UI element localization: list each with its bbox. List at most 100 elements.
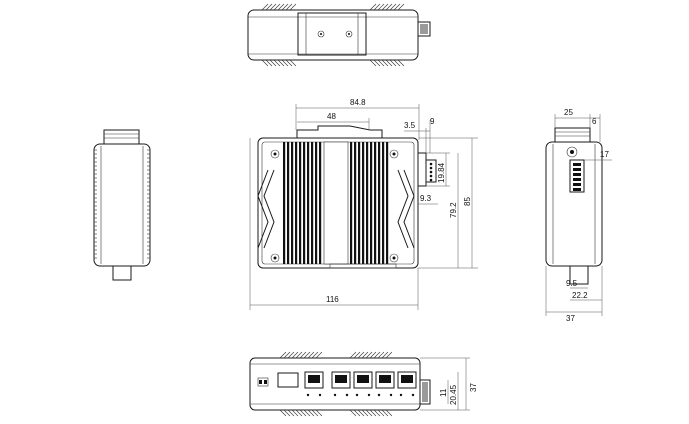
fin-line (393, 3, 401, 11)
rj45-port (304, 371, 324, 389)
terminal-pin (429, 166, 433, 170)
fin-line (381, 351, 389, 359)
fin-line (299, 351, 307, 359)
fin-line (397, 59, 405, 67)
dim-total-width: 116 (326, 295, 339, 304)
heatsink-fin (287, 142, 290, 264)
rj45-port (397, 371, 417, 389)
fin-line (307, 351, 315, 359)
dim-terminal-pitch: 19.84 (437, 162, 446, 183)
led (355, 393, 359, 397)
rj45-jack (308, 375, 320, 383)
fin-line (265, 3, 273, 11)
front-view (257, 125, 437, 269)
dim-side-top-width: 25 (564, 108, 573, 117)
heatsink-fin (374, 142, 377, 264)
fin-line (389, 59, 397, 67)
terminal-pin (429, 170, 433, 174)
fin-line (283, 409, 291, 417)
heatsink-fin (315, 142, 318, 264)
led (367, 393, 371, 397)
rj45-jack (379, 375, 391, 383)
rj45-jack (357, 375, 369, 383)
led (411, 393, 415, 397)
fin-line (269, 3, 277, 11)
dim-side-top-offset: 6 (592, 117, 597, 126)
rj45-port (375, 371, 395, 389)
terminal-pin (573, 183, 581, 186)
rj45-jack (335, 375, 347, 383)
heatsink-fin (358, 142, 361, 264)
left-side-view (93, 129, 151, 281)
heatsink-fin (370, 142, 373, 264)
heatsink-fin (283, 142, 286, 264)
fin-line (299, 409, 307, 417)
fin-line (291, 351, 299, 359)
fin-line (285, 59, 293, 67)
fin-line (261, 3, 269, 11)
heatsink-fin (319, 142, 322, 264)
fin-line (281, 59, 289, 67)
fin-line (361, 351, 369, 359)
fin-line (273, 3, 281, 11)
dim-port-height-b: 20.45 (449, 384, 458, 405)
dim-terminal-margin: 9.3 (420, 194, 432, 203)
dim-front-width-top: 84.8 (350, 98, 366, 107)
bottom-port-view (249, 351, 431, 417)
dim-side-terminal-height: 17 (600, 150, 609, 159)
dim-side-depth: 37 (566, 314, 575, 323)
rj45-port (331, 371, 351, 389)
dim-terminal-offset: 3.5 (404, 121, 416, 130)
center-plate (323, 141, 349, 265)
fin-line (295, 409, 303, 417)
terminal-pin (573, 178, 581, 181)
fin-line (261, 59, 269, 67)
heatsink-fin (378, 142, 381, 264)
fin-line (381, 59, 389, 67)
fin-line (277, 59, 285, 67)
heatsink-fin (354, 142, 357, 264)
fin-line (393, 59, 401, 67)
led (333, 393, 337, 397)
rj45-port (353, 371, 373, 389)
led (399, 393, 403, 397)
fin-line (373, 3, 381, 11)
fin-line (369, 59, 377, 67)
fin-line (283, 351, 291, 359)
fin-line (377, 3, 385, 11)
fin-line (349, 351, 357, 359)
fin-line (373, 409, 381, 417)
fin-line (287, 351, 295, 359)
fin-line (361, 409, 369, 417)
fin-line (357, 409, 365, 417)
fin-line (381, 409, 389, 417)
led (389, 393, 393, 397)
dim-din-rail-width: 48 (327, 112, 336, 121)
fin-line (279, 409, 287, 417)
fin-line (307, 409, 315, 417)
heatsink-fin (307, 142, 310, 264)
heatsink-fin (350, 142, 353, 264)
fin-line (377, 409, 385, 417)
heatsink-fin (362, 142, 365, 264)
fin-line (397, 3, 405, 11)
fin-line (385, 3, 393, 11)
fin-line (303, 409, 311, 417)
terminal-pin (573, 168, 581, 171)
led (345, 393, 349, 397)
fin-line (373, 351, 381, 359)
dim-side-bottom-a: 9.5 (566, 279, 578, 288)
fin-line (385, 59, 393, 67)
led (306, 393, 310, 397)
heatsink-fin (303, 142, 306, 264)
fin-line (289, 3, 297, 11)
fin-line (349, 409, 357, 417)
fin-line (285, 3, 293, 11)
fin-line (377, 59, 385, 67)
fin-line (281, 3, 289, 11)
led (377, 393, 381, 397)
heatsink-fin (386, 142, 389, 264)
fin-line (385, 409, 393, 417)
terminal-pin (573, 188, 581, 191)
heatsink-fin (311, 142, 314, 264)
